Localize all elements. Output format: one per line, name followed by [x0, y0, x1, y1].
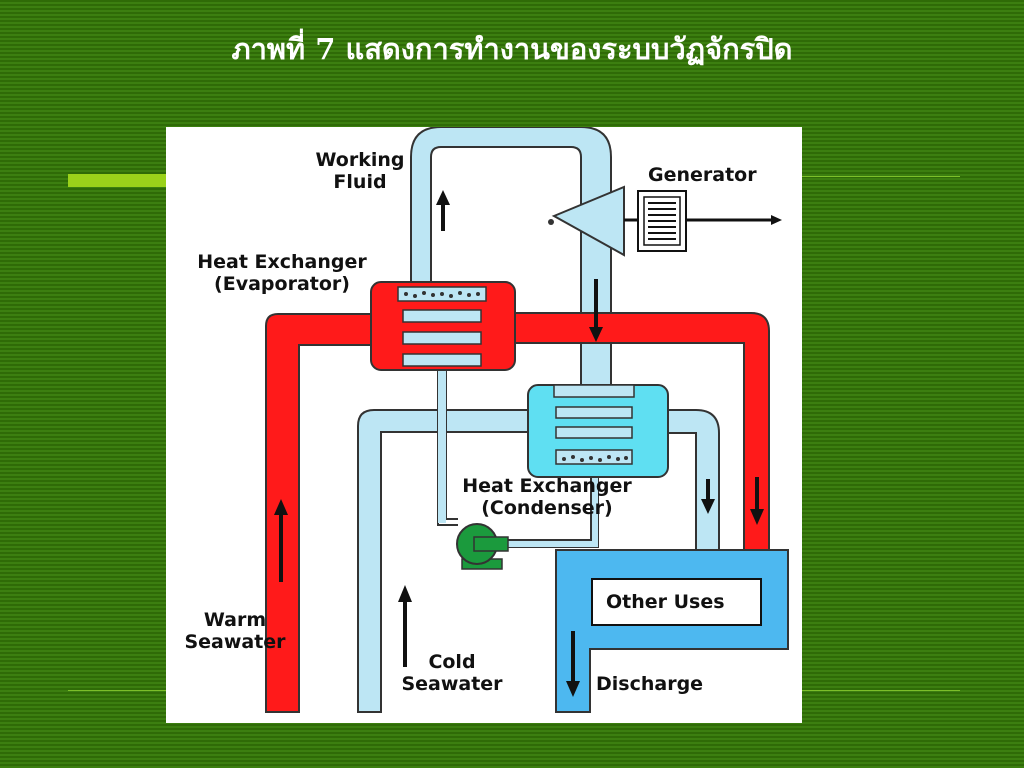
other-uses-label: Other Uses	[606, 591, 725, 613]
accent-line-top	[800, 176, 960, 177]
shaft-arrowhead	[771, 215, 782, 225]
arrow-down-warm-return	[750, 477, 764, 525]
slide-title: ภาพที่ 7 แสดงการทำงานของระบบวัฏจักรปิด	[231, 32, 793, 66]
working-fluid-label: Working Fluid	[315, 149, 405, 193]
warm-seawater-label: Warm Seawater	[184, 609, 286, 653]
pump-icon	[456, 523, 509, 570]
diagram-graphics	[265, 127, 789, 713]
warm-seawater-return-pipe	[505, 312, 770, 551]
arrow-down-cold-return	[701, 479, 715, 514]
arrow-down-working-fluid	[589, 279, 603, 342]
generator-label: Generator	[648, 164, 757, 186]
otec-closed-cycle-diagram: Working Fluid Generator Heat Exchanger (…	[166, 127, 802, 723]
condenser-label: Heat Exchanger (Condenser)	[462, 475, 632, 519]
arrow-up-warm-seawater	[274, 499, 288, 582]
accent-bar	[68, 174, 168, 187]
cold-seawater-label: Cold Seawater	[401, 651, 503, 695]
other-uses-box	[591, 578, 762, 626]
arrow-down-discharge	[566, 631, 580, 697]
evaporator-label: Heat Exchanger (Evaporator)	[197, 251, 367, 295]
evaporator-body	[370, 281, 516, 371]
generator-icon	[637, 190, 687, 252]
cold-seawater-return-pipe	[667, 409, 720, 551]
arrow-up-cold-seawater	[398, 585, 412, 667]
arrow-up-working-fluid	[436, 190, 450, 231]
discharge-label: Discharge	[596, 673, 704, 695]
